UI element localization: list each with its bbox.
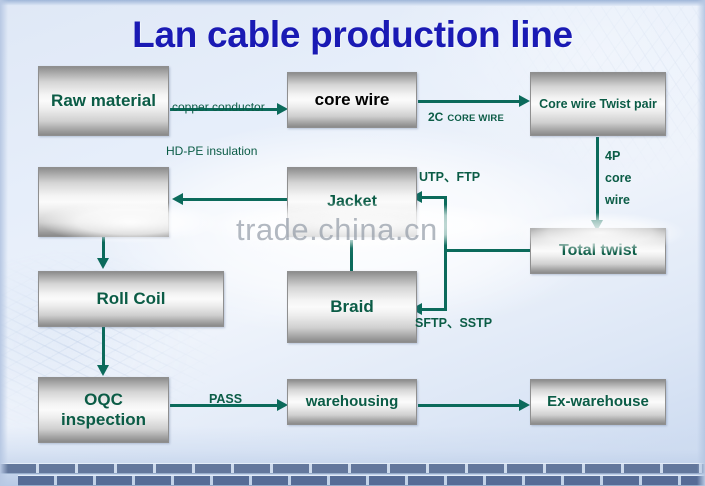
frame-edge-left bbox=[0, 0, 8, 486]
edge-label-utp-ftp: UTP、FTP bbox=[419, 170, 481, 184]
process-box-raw-material-label: Raw material bbox=[51, 91, 156, 111]
connector-bus-up-to-jacket bbox=[444, 196, 447, 252]
arrowhead-oqc-to-warehousing bbox=[277, 399, 288, 411]
process-box-ex-warehouse[interactable]: Ex-warehouse bbox=[530, 379, 666, 425]
edge-label-hdpe-insulation: HD-PE insulation bbox=[166, 144, 258, 158]
process-box-oqc-inspection[interactable]: OQC inspection bbox=[38, 377, 169, 443]
brick-row-upper bbox=[0, 463, 705, 474]
process-box-braid[interactable]: Braid bbox=[287, 271, 417, 343]
process-box-ex-warehouse-label: Ex-warehouse bbox=[547, 393, 649, 411]
edge-label-copper-conductor: copper conductor bbox=[172, 100, 265, 114]
arrowhead-extruder-to-rollcoil bbox=[97, 258, 109, 269]
edge-label-4p-core-wire: 4P core wire bbox=[605, 149, 632, 207]
connector-warehousing-to-exwarehouse bbox=[418, 404, 522, 407]
page-title: Lan cable production line bbox=[132, 14, 573, 55]
arrowhead-jacket-to-extruder bbox=[172, 193, 183, 205]
arrowhead-corewire-to-twistpair bbox=[519, 95, 530, 107]
process-box-total-twist-label: Total twist bbox=[559, 241, 637, 259]
edge-label-pass: PASS bbox=[209, 392, 243, 406]
arrowhead-raw-to-corewire bbox=[277, 103, 288, 115]
connector-bus-to-jacket bbox=[419, 196, 447, 199]
process-box-oqc-inspection-label: OQC inspection bbox=[60, 390, 146, 429]
process-box-extruder[interactable] bbox=[38, 167, 169, 237]
process-box-jacket-label: Jacket bbox=[327, 192, 377, 210]
brick-row-lower bbox=[18, 475, 705, 486]
frame-edge-top bbox=[0, 0, 705, 6]
connector-corewire-to-twistpair bbox=[418, 100, 522, 103]
arrowhead-rollcoil-to-oqc bbox=[97, 365, 109, 376]
connector-totaltwist-bus-horizontal bbox=[444, 249, 532, 252]
connector-oqc-to-warehousing bbox=[170, 404, 280, 407]
process-box-jacket[interactable]: Jacket bbox=[287, 167, 417, 237]
arrowhead-warehousing-to-exwarehouse bbox=[519, 399, 530, 411]
connector-twistpair-to-totaltwist bbox=[596, 137, 599, 223]
process-box-core-wire[interactable]: core wire bbox=[287, 72, 417, 128]
connector-extruder-to-rollcoil bbox=[102, 236, 105, 264]
frame-edge-right bbox=[697, 0, 705, 486]
process-box-core-wire-twist-pair[interactable]: Core wire Twist pair bbox=[530, 72, 666, 136]
edge-label-core-wire-small: CORE WIRE bbox=[447, 113, 505, 124]
process-box-braid-label: Braid bbox=[330, 297, 374, 317]
process-box-core-wire-twist-pair-label: Core wire Twist pair bbox=[539, 96, 657, 111]
brick-border bbox=[0, 462, 705, 486]
connector-bus-to-braid bbox=[419, 308, 447, 311]
process-box-roll-coil[interactable]: Roll Coil bbox=[38, 271, 224, 327]
process-box-roll-coil-label: Roll Coil bbox=[96, 289, 166, 309]
edge-label-2c-value: 2C bbox=[428, 110, 444, 124]
connector-bus-down-to-braid bbox=[444, 249, 447, 311]
connector-rollcoil-to-oqc bbox=[102, 327, 105, 369]
process-box-warehousing-label: warehousing bbox=[305, 393, 399, 411]
connector-braid-to-jacket bbox=[350, 240, 353, 274]
process-box-warehousing[interactable]: warehousing bbox=[287, 379, 417, 425]
connector-raw-to-corewire bbox=[170, 108, 280, 111]
edge-label-sftp-sstp: SFTP、SSTP bbox=[415, 316, 493, 330]
process-box-total-twist[interactable]: Total twist bbox=[530, 228, 666, 274]
process-box-core-wire-label: core wire bbox=[314, 90, 390, 110]
connector-jacket-to-extruder bbox=[182, 198, 288, 201]
process-box-raw-material[interactable]: Raw material bbox=[38, 66, 169, 136]
